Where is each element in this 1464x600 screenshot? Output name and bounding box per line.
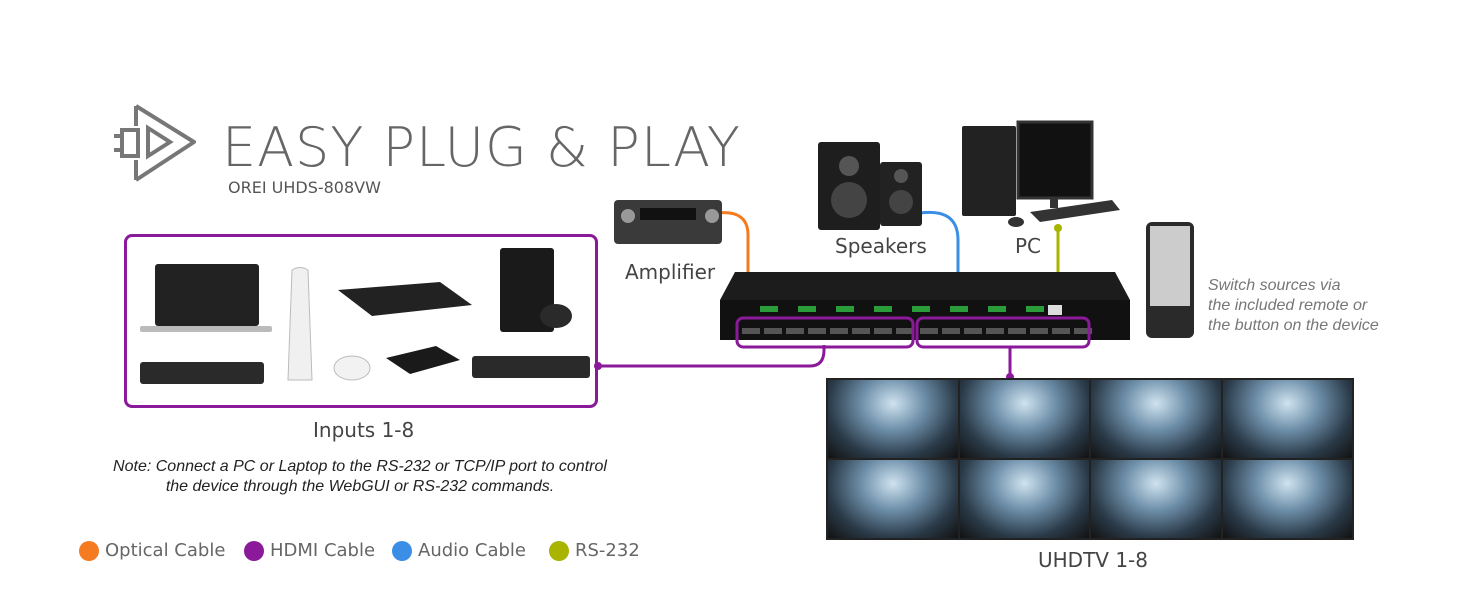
remote-note-line: the button on the device xyxy=(1208,317,1379,334)
audio-dot-icon xyxy=(392,540,412,561)
optical-cable xyxy=(717,211,750,305)
amplifier-label: Amplifier xyxy=(625,260,716,284)
legend-rs232: RS-232 xyxy=(549,540,640,561)
inputs-label: Inputs 1-8 xyxy=(313,418,415,442)
tv-panel xyxy=(959,380,1089,458)
legend-label: Audio Cable xyxy=(418,540,526,561)
amplifier-image xyxy=(614,200,722,244)
pc-label: PC xyxy=(1015,234,1042,258)
matrix-switcher-device xyxy=(720,272,1130,349)
tv-panel xyxy=(828,460,958,538)
audio-cable xyxy=(919,210,960,305)
tv-panel xyxy=(1091,380,1221,458)
hdmi-dot-icon xyxy=(244,540,264,561)
speakers-image xyxy=(818,142,922,230)
note-line: Note: Connect a PC or Laptop to the RS-2… xyxy=(113,458,607,475)
legend-label: HDMI Cable xyxy=(270,540,376,561)
tv-panel xyxy=(1222,380,1352,458)
tv-panel xyxy=(828,380,958,458)
remote-note-line: the included remote or xyxy=(1208,297,1368,314)
note-line: the device through the WebGUI or RS-232 … xyxy=(165,478,555,495)
legend-label: RS-232 xyxy=(575,540,640,561)
video-wall-display xyxy=(826,378,1354,540)
page-title: EASY PLUG & PLAY xyxy=(222,116,741,179)
remote-note: Switch sources via the included remote o… xyxy=(1208,276,1379,336)
uhdtv-label: UHDTV 1-8 xyxy=(1038,548,1148,572)
model-name: OREI UHDS-808VW xyxy=(228,178,381,197)
tv-panel xyxy=(1091,460,1221,538)
optical-dot-icon xyxy=(79,540,99,561)
hdmi-input-cable xyxy=(598,345,826,368)
legend-label: Optical Cable xyxy=(105,540,226,561)
plug-play-logo-icon xyxy=(114,104,196,182)
pc-image xyxy=(962,120,1120,227)
remote-note-line: Switch sources via xyxy=(1208,277,1341,294)
legend-hdmi: HDMI Cable xyxy=(244,540,375,561)
legend-audio: Audio Cable xyxy=(392,540,526,561)
remote-control-image xyxy=(1146,222,1194,338)
rs232-dot-icon xyxy=(549,540,569,561)
inputs-group-box xyxy=(124,234,598,408)
control-note: Note: Connect a PC or Laptop to the RS-2… xyxy=(40,457,680,497)
tv-panel xyxy=(1222,460,1352,538)
speakers-label: Speakers xyxy=(835,234,927,258)
legend-optical: Optical Cable xyxy=(79,540,225,561)
input-devices-image xyxy=(140,248,590,384)
tv-panel xyxy=(959,460,1089,538)
